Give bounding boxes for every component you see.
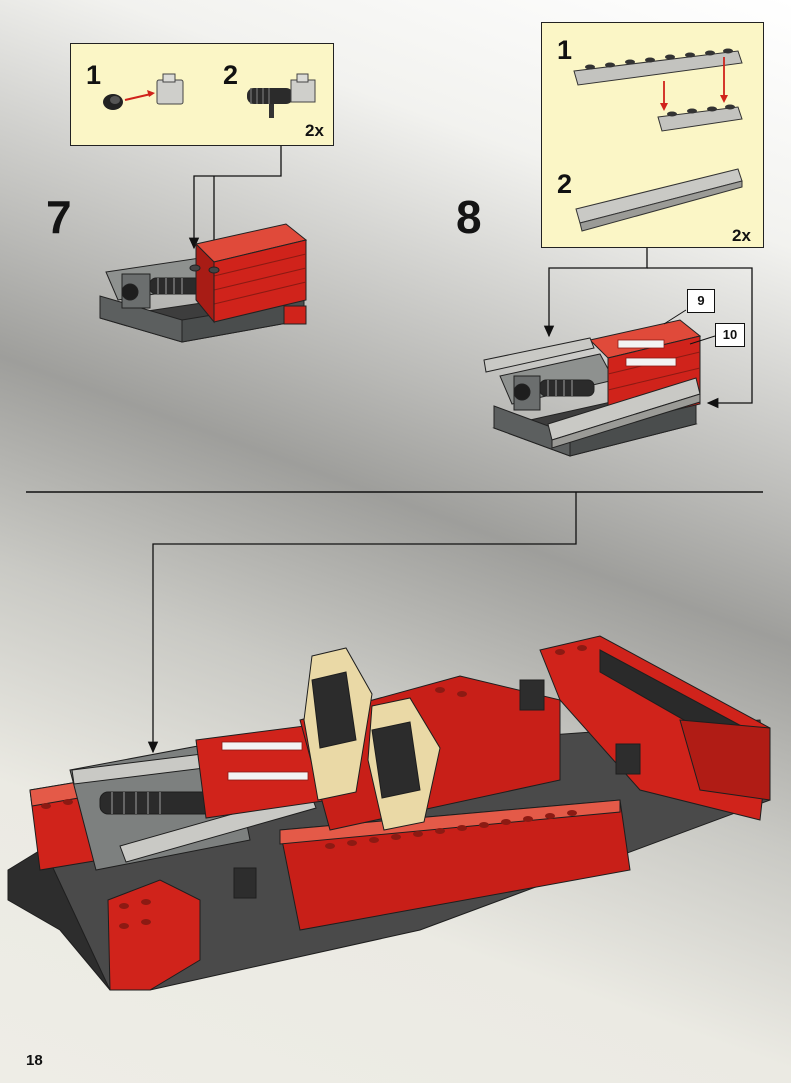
step7-sub-step-1: 1 — [86, 60, 102, 90]
step8-sub-step-2: 2 — [557, 169, 573, 199]
step8-number: 8 — [456, 191, 482, 243]
step7-callout: 1 2 2x — [70, 43, 334, 146]
page-number: 18 — [26, 1052, 43, 1069]
step8-model — [483, 309, 716, 457]
step8-connector-arrows — [543, 248, 753, 409]
sticker-label-10: 10 — [715, 323, 745, 347]
sticker-label-9: 9 — [687, 289, 715, 313]
final-connector-arrow — [147, 492, 577, 754]
step7-quantity: 2x — [305, 121, 324, 140]
final-car-model — [7, 635, 771, 991]
final-car-studs — [41, 645, 587, 929]
step8-quantity: 2x — [732, 226, 751, 245]
step7-parts-illustration — [103, 73, 316, 118]
step8-parts-illustration — [573, 48, 743, 232]
step7-sub-step-2: 2 — [223, 60, 239, 90]
step8-sub-step-1: 1 — [557, 35, 573, 65]
step7-number: 7 — [46, 191, 72, 243]
step8-callout: 1 2 2x — [541, 22, 764, 248]
step7-model — [99, 223, 308, 343]
